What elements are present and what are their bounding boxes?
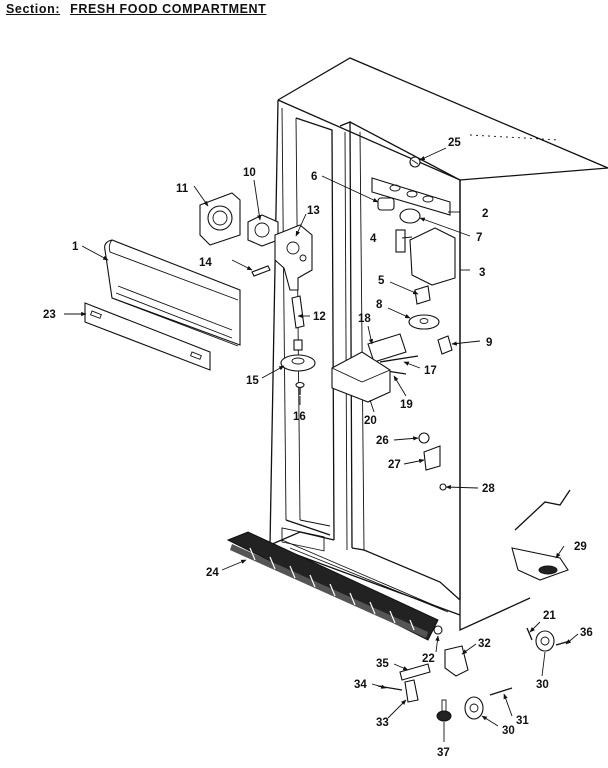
callout-27: 27 (388, 459, 401, 471)
callout-35: 35 (376, 658, 389, 670)
part-35-plate (399, 663, 431, 681)
part-26-nut (418, 432, 430, 444)
callout-16: 16 (293, 411, 306, 423)
callout-4: 4 (370, 233, 377, 245)
callout-28: 28 (482, 483, 495, 495)
part-10-housing (247, 214, 279, 247)
part-21-pin (526, 627, 533, 641)
callout-29: 29 (574, 541, 587, 553)
leader-lines (64, 147, 579, 742)
callout-31: 31 (516, 715, 529, 727)
callout-9: 9 (486, 337, 492, 349)
part-11-housing (199, 192, 241, 246)
part-3-shield (409, 227, 456, 286)
part-6-socket (377, 197, 395, 211)
callout-13: 13 (307, 205, 320, 217)
part-12-bracket (291, 295, 305, 329)
part-30-roller (464, 630, 555, 720)
callout-1: 1 (72, 241, 79, 253)
part-29-corner (511, 489, 571, 581)
callout-17: 17 (424, 365, 437, 377)
part-28-screw (439, 483, 447, 491)
callout-24: 24 (206, 567, 219, 579)
callout-5: 5 (378, 275, 385, 287)
part-25-screw (409, 156, 421, 168)
part-5-clip (414, 285, 431, 305)
callout-11: 11 (176, 183, 189, 195)
callout-30b: 30 (502, 725, 515, 737)
section-title: FRESH FOOD COMPARTMENT (70, 2, 267, 16)
part-16-screw (295, 381, 305, 395)
part-33-bracket (404, 679, 419, 703)
part-24-grille (226, 531, 439, 641)
callout-34: 34 (354, 679, 367, 691)
part-4-switch (395, 229, 406, 253)
section-header: Section: FRESH FOOD COMPARTMENT (6, 2, 266, 16)
callout-20: 20 (364, 415, 377, 427)
section-label: Section: (6, 2, 61, 16)
callout-30a: 30 (536, 679, 549, 691)
part-2-plate (371, 177, 451, 216)
callout-22: 22 (422, 653, 435, 665)
callout-2: 2 (482, 208, 488, 220)
part-15-knob (280, 339, 316, 372)
callout-25: 25 (448, 137, 461, 149)
callout-15: 15 (246, 375, 259, 387)
part-27-bracket (423, 445, 441, 471)
callout-26: 26 (376, 435, 389, 447)
callout-7: 7 (476, 232, 482, 244)
callout-21: 21 (543, 610, 556, 622)
callout-32: 32 (478, 638, 491, 650)
callout-labels: 1 2 3 4 5 6 7 8 9 10 11 12 13 14 15 16 1… (43, 137, 593, 759)
part-13-control (274, 224, 313, 291)
part-14-clip (251, 265, 271, 277)
part-17-tube (379, 355, 419, 363)
callout-6: 6 (311, 171, 317, 183)
part-1-shelf-cover (104, 239, 241, 347)
callout-14: 14 (199, 257, 212, 269)
part-8-knob (408, 314, 440, 330)
callout-33: 33 (376, 717, 389, 729)
part-22-bolt (433, 625, 443, 635)
part-20-housing (331, 351, 391, 403)
callout-19: 19 (400, 399, 413, 411)
part-7-bulb (399, 208, 421, 224)
callout-18: 18 (358, 313, 371, 325)
callout-37: 37 (437, 747, 450, 759)
part-18-thermostat (367, 333, 407, 363)
callout-3: 3 (479, 267, 485, 279)
callout-12: 12 (313, 311, 326, 323)
callout-8: 8 (376, 299, 383, 311)
part-32-bracket (444, 645, 469, 677)
callout-36: 36 (580, 627, 593, 639)
callout-10: 10 (243, 167, 256, 179)
part-37-leveler (436, 699, 452, 722)
part-9-cap (437, 335, 453, 355)
part-31-axle (489, 687, 513, 696)
callout-23: 23 (43, 309, 56, 321)
